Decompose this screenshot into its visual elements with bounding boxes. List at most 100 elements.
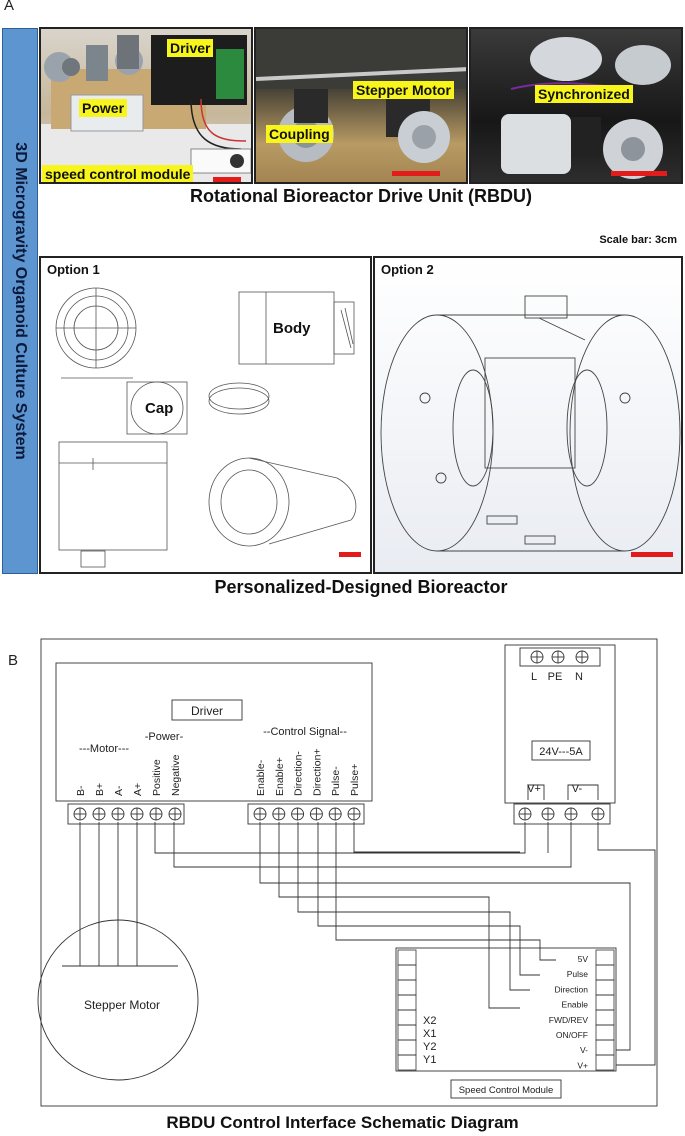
photo-driver-setup: Driver Power speed control module <box>39 27 253 184</box>
module-right-pin: ON/OFF <box>556 1030 588 1040</box>
option-1-title: Option 1 <box>47 262 100 277</box>
psu-box <box>504 644 616 804</box>
photo-stepper-coupling: Stepper Motor Coupling <box>254 27 468 184</box>
psu-input-terminal-2 <box>575 650 589 664</box>
driver-terminal-2 <box>111 807 125 821</box>
psu-input-terminal-0 <box>530 650 544 664</box>
driver-pin-labels: B- B+ A- A+ Positive Negative Enable- Enable+ Di… <box>75 748 361 796</box>
speed-module-title-box <box>450 1079 562 1099</box>
psu-vminus-label: V- <box>572 783 583 795</box>
control-terminal-2 <box>291 807 305 821</box>
psu-input-terminal-1 <box>551 650 565 664</box>
scale-bar-option-1 <box>339 552 361 557</box>
psu-input-label: PE <box>548 671 563 683</box>
driver-title: Driver <box>191 704 223 718</box>
control-pin-label: Enable- <box>255 759 267 796</box>
schematic-caption: RBDU Control Interface Schematic Diagram <box>166 1113 519 1132</box>
cap-label: Cap <box>145 400 174 417</box>
driver-pin-label: Negative <box>170 754 182 796</box>
tag-coupling: Coupling <box>266 125 333 143</box>
psu-terminals <box>513 784 611 825</box>
speed-module-pin-cells <box>397 949 615 1071</box>
module-right-pin: Enable <box>562 1000 589 1010</box>
bioreactor-caption: Personalized-Designed Bioreactor <box>214 577 508 597</box>
tag-driver: Driver <box>167 39 214 57</box>
psu-input-terminal <box>519 647 601 667</box>
control-terminal-4 <box>328 807 342 821</box>
schematic-frame <box>40 638 658 1107</box>
control-pin-label: Direction+ <box>311 748 323 796</box>
driver-pin-label: A+ <box>132 783 144 796</box>
control-pin-label: Direction- <box>293 751 305 796</box>
module-left-pin: Y2 <box>423 1041 436 1053</box>
option-1-cad-lines <box>55 287 357 568</box>
psu-vplus-label: V+ <box>527 783 541 795</box>
option-2-title: Option 2 <box>381 262 434 277</box>
module-right-pin: FWD/REV <box>549 1015 589 1025</box>
module-right-pin: Pulse <box>567 969 589 979</box>
body-label: Body <box>273 320 311 337</box>
psu-input-terminals <box>530 650 589 664</box>
control-pin-label: Pulse- <box>330 766 342 796</box>
control-terminal-5 <box>347 807 361 821</box>
module-left-pin: X1 <box>423 1028 436 1040</box>
control-pin-label: Enable+ <box>274 757 286 796</box>
driver-terminals <box>67 803 365 825</box>
scale-bar-3 <box>611 171 667 176</box>
speed-module-box <box>395 947 617 1072</box>
driver-terminal-5 <box>168 807 182 821</box>
driver-box <box>55 662 373 802</box>
scale-note: Scale bar: 3cm <box>599 234 677 246</box>
option-2-render: Option 2 <box>373 256 683 574</box>
driver-terminal-0 <box>73 807 87 821</box>
power-group-label: -Power- <box>145 731 184 743</box>
psu-terminal-1 <box>541 807 555 821</box>
driver-terminal-1 <box>92 807 106 821</box>
control-terminal-0 <box>253 807 267 821</box>
control-terminal-1 <box>272 807 286 821</box>
option-2-wireframe <box>380 295 681 552</box>
tag-synchronized: Synchronized <box>535 85 633 103</box>
wires <box>79 822 656 1066</box>
psu-terminal-2 <box>564 807 578 821</box>
panel-b-letter: B <box>8 652 19 669</box>
driver-terminal-3 <box>130 807 144 821</box>
panel-a-letter: A <box>4 0 15 14</box>
tag-stepper-motor: Stepper Motor <box>353 81 454 99</box>
module-right-pin: 5V <box>578 954 589 964</box>
motor-group-label: ---Motor--- <box>79 743 129 755</box>
photo-synchronized: Synchronized <box>469 27 683 184</box>
module-left-pin: Y1 <box>423 1054 436 1066</box>
psu-input-label: N <box>575 671 583 683</box>
photo-synchronized-illustration <box>501 37 671 179</box>
control-group-label: --Control Signal-- <box>263 726 347 738</box>
module-right-pin: V+ <box>577 1060 588 1070</box>
system-title-sidebar: 3D Microgravity Organoid Culture System <box>2 28 38 574</box>
control-pin-label: Pulse+ <box>349 764 361 796</box>
psu-terminal-0 <box>518 807 532 821</box>
tag-speed-control-module: speed control module <box>42 165 194 182</box>
driver-pin-label: B+ <box>94 783 106 796</box>
driver-pin-label: A- <box>113 785 125 796</box>
module-right-pin: Direction <box>554 984 588 994</box>
driver-terminal-4 <box>149 807 163 821</box>
rbdu-caption: Rotational Bioreactor Drive Unit (RBDU) <box>189 186 533 206</box>
scale-bar-1 <box>213 177 241 182</box>
tag-power: Power <box>79 99 128 117</box>
scale-bar-option-2 <box>631 552 673 557</box>
control-terminal-3 <box>309 807 323 821</box>
module-right-pin: V- <box>580 1045 588 1055</box>
scale-bar-2 <box>392 171 440 176</box>
psu-rating: 24V---5A <box>539 746 583 758</box>
stepper-motor-label: Stepper Motor <box>84 998 160 1012</box>
option-1-drawing: Option 1 Body Cap <box>39 256 372 574</box>
driver-pin-label: B- <box>75 785 87 796</box>
psu-rating-box <box>531 740 591 761</box>
speed-module-title: Speed Control Module <box>459 1085 554 1096</box>
module-left-pin: X2 <box>423 1015 436 1027</box>
driver-pin-label: Positive <box>151 759 163 796</box>
